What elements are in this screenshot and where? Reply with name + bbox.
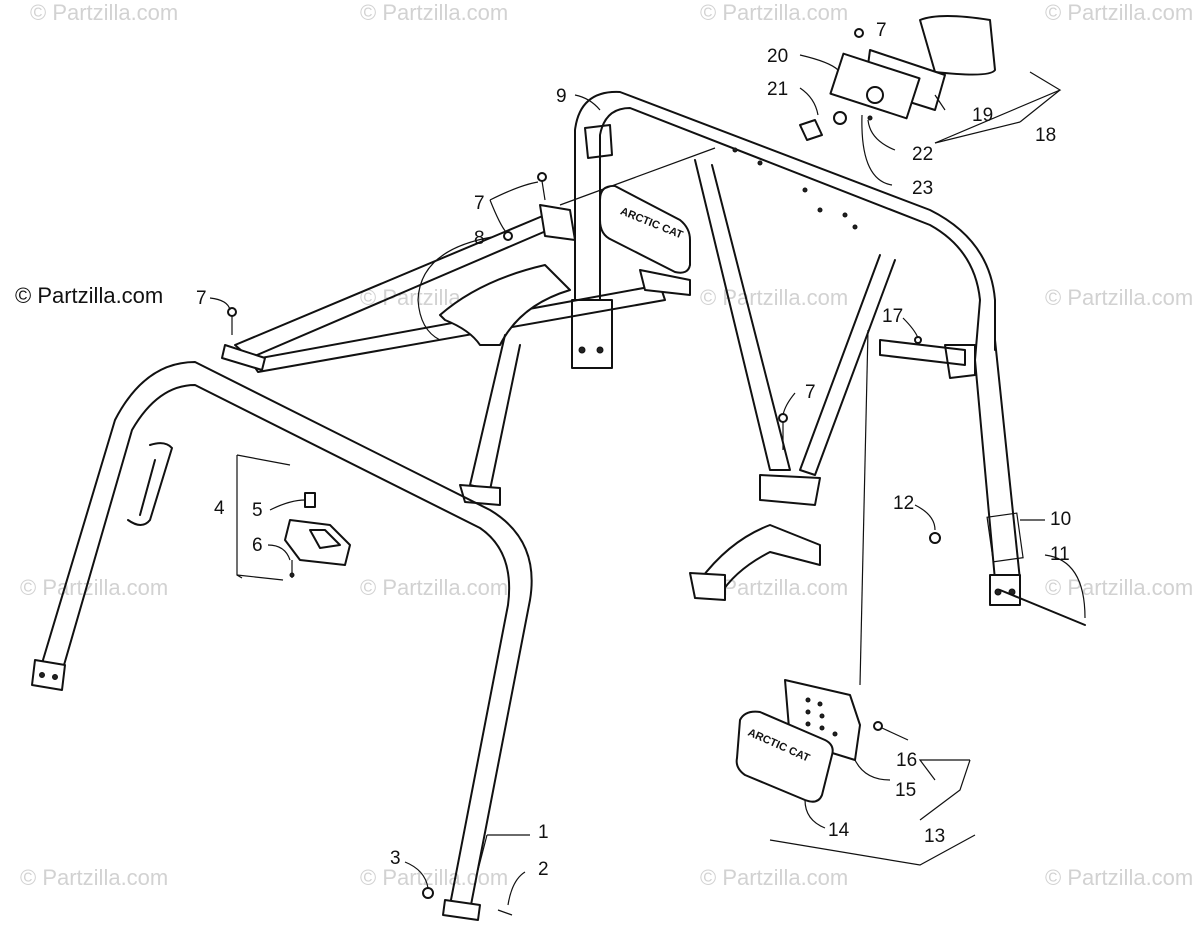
callout-1: 1 bbox=[538, 822, 549, 843]
callout-3: 3 bbox=[390, 848, 401, 869]
watermark: © Partzilla.com bbox=[700, 0, 848, 25]
callout-7-vbrace: 7 bbox=[805, 382, 816, 403]
watermark: © Partzilla.com bbox=[360, 865, 508, 890]
watermark: © Partzilla.com bbox=[20, 575, 168, 600]
callout-16: 16 bbox=[896, 750, 917, 771]
watermark: © Partzilla.com bbox=[1045, 865, 1193, 890]
watermark: © Partzilla.com bbox=[20, 865, 168, 890]
callout-17: 17 bbox=[882, 306, 903, 327]
callout-23: 23 bbox=[912, 178, 933, 199]
callout-6: 6 bbox=[252, 535, 263, 556]
cross-brace bbox=[221, 204, 691, 506]
mirror-assembly bbox=[284, 492, 351, 578]
callout-15: 15 bbox=[895, 780, 916, 801]
callout-18: 18 bbox=[1035, 125, 1056, 146]
callout-5: 5 bbox=[252, 500, 263, 521]
callout-10: 10 bbox=[1050, 509, 1071, 530]
callout-14: 14 bbox=[828, 820, 850, 841]
callout-7-left: 7 bbox=[196, 288, 207, 309]
roll-bar-pad: ARCTIC CAT bbox=[599, 184, 691, 274]
flood-light-assembly: ARCTIC CAT bbox=[735, 679, 883, 803]
tail-light-assembly bbox=[799, 15, 996, 141]
watermark: © Partzilla.com bbox=[700, 285, 848, 310]
copyright-notice: © Partzilla.com bbox=[15, 283, 164, 308]
watermark: © Partzilla.com bbox=[1045, 0, 1193, 25]
watermark: © Partzilla.com bbox=[1045, 575, 1193, 600]
callout-21: 21 bbox=[767, 79, 788, 100]
watermark: © Partzilla.com bbox=[360, 575, 508, 600]
callout-9: 9 bbox=[556, 86, 567, 107]
callout-13: 13 bbox=[924, 826, 945, 847]
callout-7-brace: 7 bbox=[474, 193, 485, 214]
watermark: © Partzilla.com bbox=[1045, 285, 1193, 310]
watermark: © Partzilla.com bbox=[30, 0, 178, 25]
front-roll-bar bbox=[31, 361, 533, 921]
callout-20: 20 bbox=[767, 46, 788, 67]
watermark-grid: © Partzilla.com © Partzilla.com © Partzi… bbox=[20, 0, 1193, 890]
callout-8: 8 bbox=[474, 228, 485, 249]
fasteners bbox=[227, 28, 1086, 916]
rear-v-brace bbox=[689, 159, 966, 601]
watermark: © Partzilla.com bbox=[700, 865, 848, 890]
watermark: © Partzilla.com bbox=[360, 0, 508, 25]
callout-19: 19 bbox=[972, 105, 993, 126]
leader-lines bbox=[209, 54, 1086, 906]
callout-labels: 1 2 3 4 5 6 7 7 7 7 8 9 10 11 12 13 14 1… bbox=[196, 20, 1071, 880]
callout-2: 2 bbox=[538, 859, 549, 880]
callout-4: 4 bbox=[214, 498, 225, 519]
callout-12: 12 bbox=[893, 493, 914, 514]
callout-22: 22 bbox=[912, 144, 933, 165]
callout-7-light: 7 bbox=[876, 20, 887, 41]
callout-11: 11 bbox=[1050, 544, 1070, 565]
